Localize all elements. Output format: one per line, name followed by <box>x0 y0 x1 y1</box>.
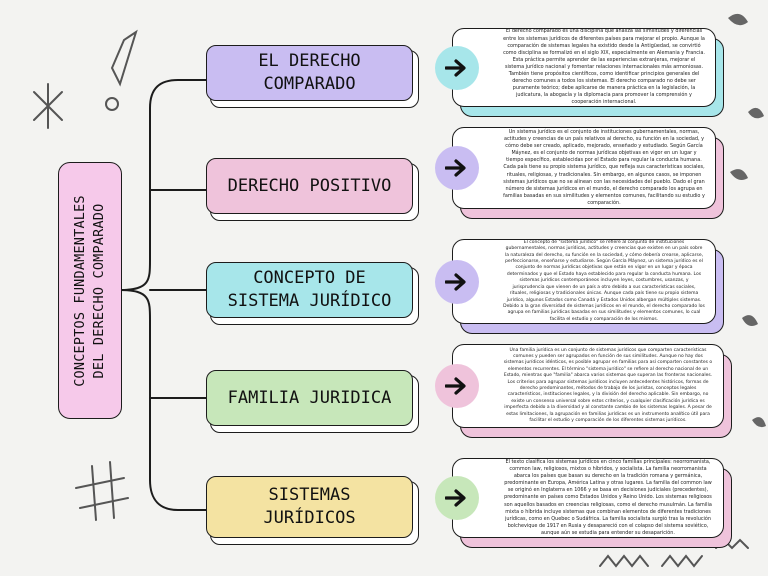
arrow-right-icon <box>435 364 479 408</box>
description-card-sistema-juridico: El concepto de "sistema jurídico" se ref… <box>435 239 724 334</box>
arrow-right-icon <box>435 146 479 190</box>
description-card-derecho-positivo: Un sistema jurídico es el conjunto de in… <box>435 127 724 219</box>
description-card-familia-juridica: Una familia jurídica es un conjunto de s… <box>435 344 732 438</box>
concept-title: FAMILIA JURIDICA <box>206 370 413 426</box>
concept-node-sistemas-juridicos: SISTEMAS JURÍDICOS <box>206 476 419 545</box>
description-text: Un sistema jurídico es el conjunto de in… <box>503 128 705 206</box>
description-card-sistemas-juridicos: El texto clasifica los sistemas jurídico… <box>435 458 732 548</box>
root-title-line-2: DEL DERECHO COMPARADO <box>91 203 108 378</box>
concept-node-sistema-juridico: CONCEPTO DE SISTEMA JURÍDICO <box>206 262 419 325</box>
description-text: El derecho comparado es una disciplina q… <box>503 28 705 106</box>
concept-title-line-2: JURÍDICOS <box>263 508 356 528</box>
arrow-right-icon <box>435 45 479 90</box>
arrow-right-icon <box>435 476 479 520</box>
connector-line <box>119 289 207 511</box>
card-front: Un sistema jurídico es el conjunto de in… <box>435 127 716 209</box>
concept-title-line-1: SISTEMAS <box>268 485 351 505</box>
connector-line <box>119 79 207 291</box>
root-title: CONCEPTOS FUNDAMENTALES DEL DERECHO COMP… <box>71 195 109 387</box>
root-title-line-1: CONCEPTOS FUNDAMENTALES <box>72 194 89 387</box>
concept-title: EL DERECHO COMPARADO <box>206 45 413 101</box>
arrow-right-icon <box>435 259 479 304</box>
card-front: El texto clasifica los sistemas jurídico… <box>435 458 724 538</box>
description-card-derecho-comparado: El derecho comparado es una disciplina q… <box>435 28 724 117</box>
card-front: El derecho comparado es una disciplina q… <box>435 28 716 107</box>
concept-title: SISTEMAS JURÍDICOS <box>206 476 413 538</box>
concept-title: DERECHO POSITIVO <box>206 158 413 214</box>
concept-title: CONCEPTO DE SISTEMA JURÍDICO <box>206 262 413 318</box>
concept-title-line-1: CONCEPTO DE <box>253 268 366 288</box>
root-node: CONCEPTOS FUNDAMENTALES DEL DERECHO COMP… <box>58 162 122 419</box>
description-text: Una familia jurídica es un conjunto de s… <box>503 347 713 424</box>
description-text: El concepto de "sistema jurídico" se ref… <box>503 239 705 322</box>
description-text: El texto clasifica los sistemas jurídico… <box>504 458 712 536</box>
concept-node-derecho-comparado: EL DERECHO COMPARADO <box>206 45 419 108</box>
card-front: El concepto de "sistema jurídico" se ref… <box>435 239 716 324</box>
concept-node-familia-juridica: FAMILIA JURIDICA <box>206 370 419 433</box>
concept-node-derecho-positivo: DERECHO POSITIVO <box>206 158 419 221</box>
card-front: Una familia jurídica es un conjunto de s… <box>435 344 724 428</box>
concept-title-line-2: SISTEMA JURÍDICO <box>227 291 392 311</box>
